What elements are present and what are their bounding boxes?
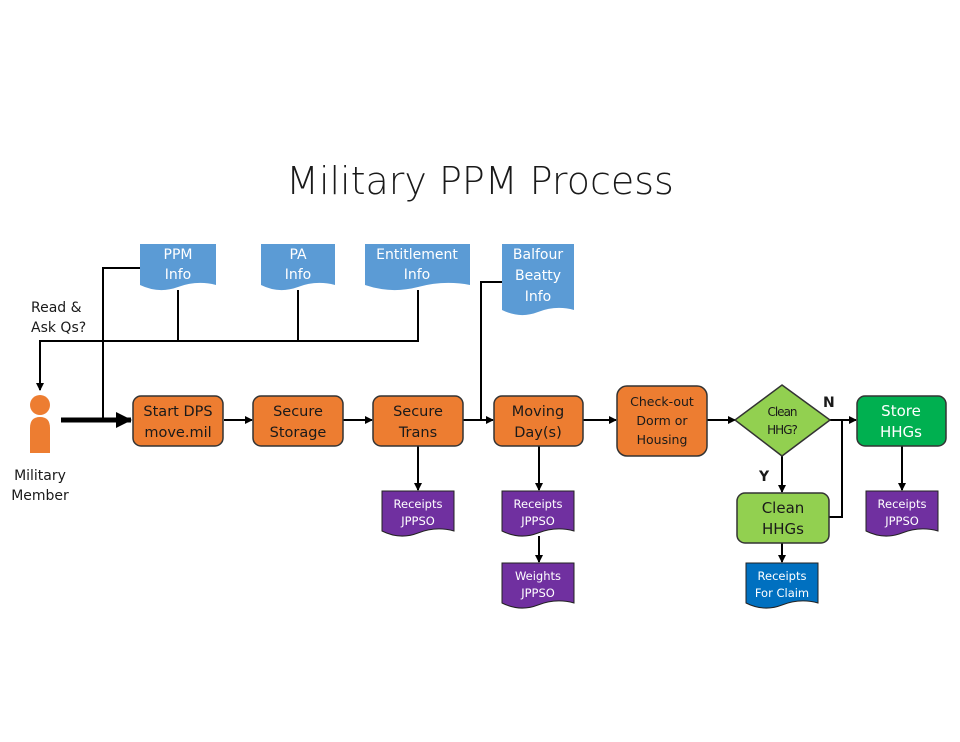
- connector-balfour-to-moving: [480, 281, 503, 420]
- step-start-dps[interactable]: Start DPS move.mil: [132, 395, 224, 447]
- connectors: [36, 267, 906, 563]
- page-title: Military PPM Process: [286, 159, 674, 203]
- output-receipts-claim[interactable]: Receipts For Claim: [745, 562, 819, 609]
- output-receipts-moving-line1: Receipts: [514, 497, 563, 511]
- step-moving-days-line1: Moving: [512, 404, 564, 420]
- output-receipts-store[interactable]: Receipts JPPSO: [865, 490, 939, 537]
- annotation-line1: Read &: [31, 300, 82, 316]
- output-receipts-store-line1: Receipts: [878, 497, 927, 511]
- step-secure-trans-line1: Secure: [393, 404, 443, 420]
- decision-no-label: N: [823, 395, 835, 411]
- info-doc-pa[interactable]: PA Info: [261, 244, 335, 291]
- output-claim-line1: Receipts: [758, 569, 807, 583]
- step-store-line2: HHGs: [880, 423, 922, 441]
- output-weights-line2: JPPSO: [520, 586, 555, 600]
- info-doc-ppm[interactable]: PPM Info: [140, 244, 216, 291]
- info-doc-entitlement-line2: Info: [404, 267, 431, 283]
- info-doc-ppm-line1: PPM: [164, 247, 193, 263]
- step-secure-trans[interactable]: Secure Trans: [372, 395, 464, 447]
- output-receipts-moving-line2: JPPSO: [520, 514, 555, 528]
- annotation-line2: Ask Qs?: [31, 320, 86, 336]
- output-receipts-store-line2: JPPSO: [884, 514, 919, 528]
- decision-line1: Clean: [767, 405, 796, 419]
- info-doc-ppm-line2: Info: [165, 267, 192, 283]
- step-moving-days[interactable]: Moving Day(s): [493, 395, 584, 447]
- decision-yes-label: Y: [758, 469, 770, 485]
- output-receipts-trans-line2: JPPSO: [400, 514, 435, 528]
- info-doc-balfour-beatty[interactable]: Balfour Beatty Info: [502, 244, 574, 316]
- decision-line2: HHG?: [767, 423, 797, 437]
- step-checkout-line3: Housing: [637, 432, 688, 447]
- connector-clean-to-store: [829, 420, 843, 518]
- info-doc-pa-line1: PA: [289, 247, 307, 263]
- step-checkout-line2: Dorm or: [636, 413, 688, 428]
- output-claim-line2: For Claim: [755, 586, 809, 600]
- step-moving-days-line2: Day(s): [514, 425, 562, 441]
- step-clean-line1: Clean: [762, 499, 805, 517]
- step-clean-line2: HHGs: [762, 520, 804, 538]
- actor-label-line1: Military: [14, 468, 66, 484]
- actor-military-member[interactable]: Military Member: [11, 395, 69, 504]
- step-store-line1: Store: [881, 402, 921, 420]
- decision-clean-hhg[interactable]: Clean HHG?: [733, 384, 832, 457]
- step-checkout-line1: Check-out: [630, 394, 694, 409]
- step-secure-storage-line2: Storage: [270, 425, 327, 441]
- connector-ppm-to-start: [102, 267, 140, 420]
- info-doc-entitlement-line1: Entitlement: [376, 247, 458, 263]
- step-start-dps-line1: Start DPS: [143, 404, 212, 420]
- step-secure-trans-line2: Trans: [398, 425, 437, 441]
- info-doc-balfour-line2: Beatty: [515, 268, 561, 284]
- output-weights-moving[interactable]: Weights JPPSO: [501, 562, 575, 609]
- output-receipts-moving[interactable]: Receipts JPPSO: [501, 490, 575, 537]
- person-icon: [30, 395, 50, 453]
- output-receipts-trans[interactable]: Receipts JPPSO: [381, 490, 455, 537]
- info-doc-balfour-line1: Balfour: [513, 247, 563, 263]
- step-store-hhgs[interactable]: Store HHGs: [856, 395, 947, 447]
- step-secure-storage[interactable]: Secure Storage: [252, 395, 344, 447]
- step-clean-hhgs[interactable]: Clean HHGs: [736, 492, 830, 544]
- info-doc-balfour-line3: Info: [525, 289, 552, 305]
- actor-label-line2: Member: [11, 488, 69, 504]
- step-secure-storage-line1: Secure: [273, 404, 323, 420]
- output-weights-line1: Weights: [515, 569, 561, 583]
- output-receipts-trans-line1: Receipts: [394, 497, 443, 511]
- step-start-dps-line2: move.mil: [144, 425, 211, 441]
- info-doc-entitlement[interactable]: Entitlement Info: [365, 244, 470, 291]
- connector-info-to-member: [36, 290, 419, 391]
- step-checkout-dorm[interactable]: Check-out Dorm or Housing: [616, 385, 708, 457]
- info-doc-pa-line2: Info: [285, 267, 312, 283]
